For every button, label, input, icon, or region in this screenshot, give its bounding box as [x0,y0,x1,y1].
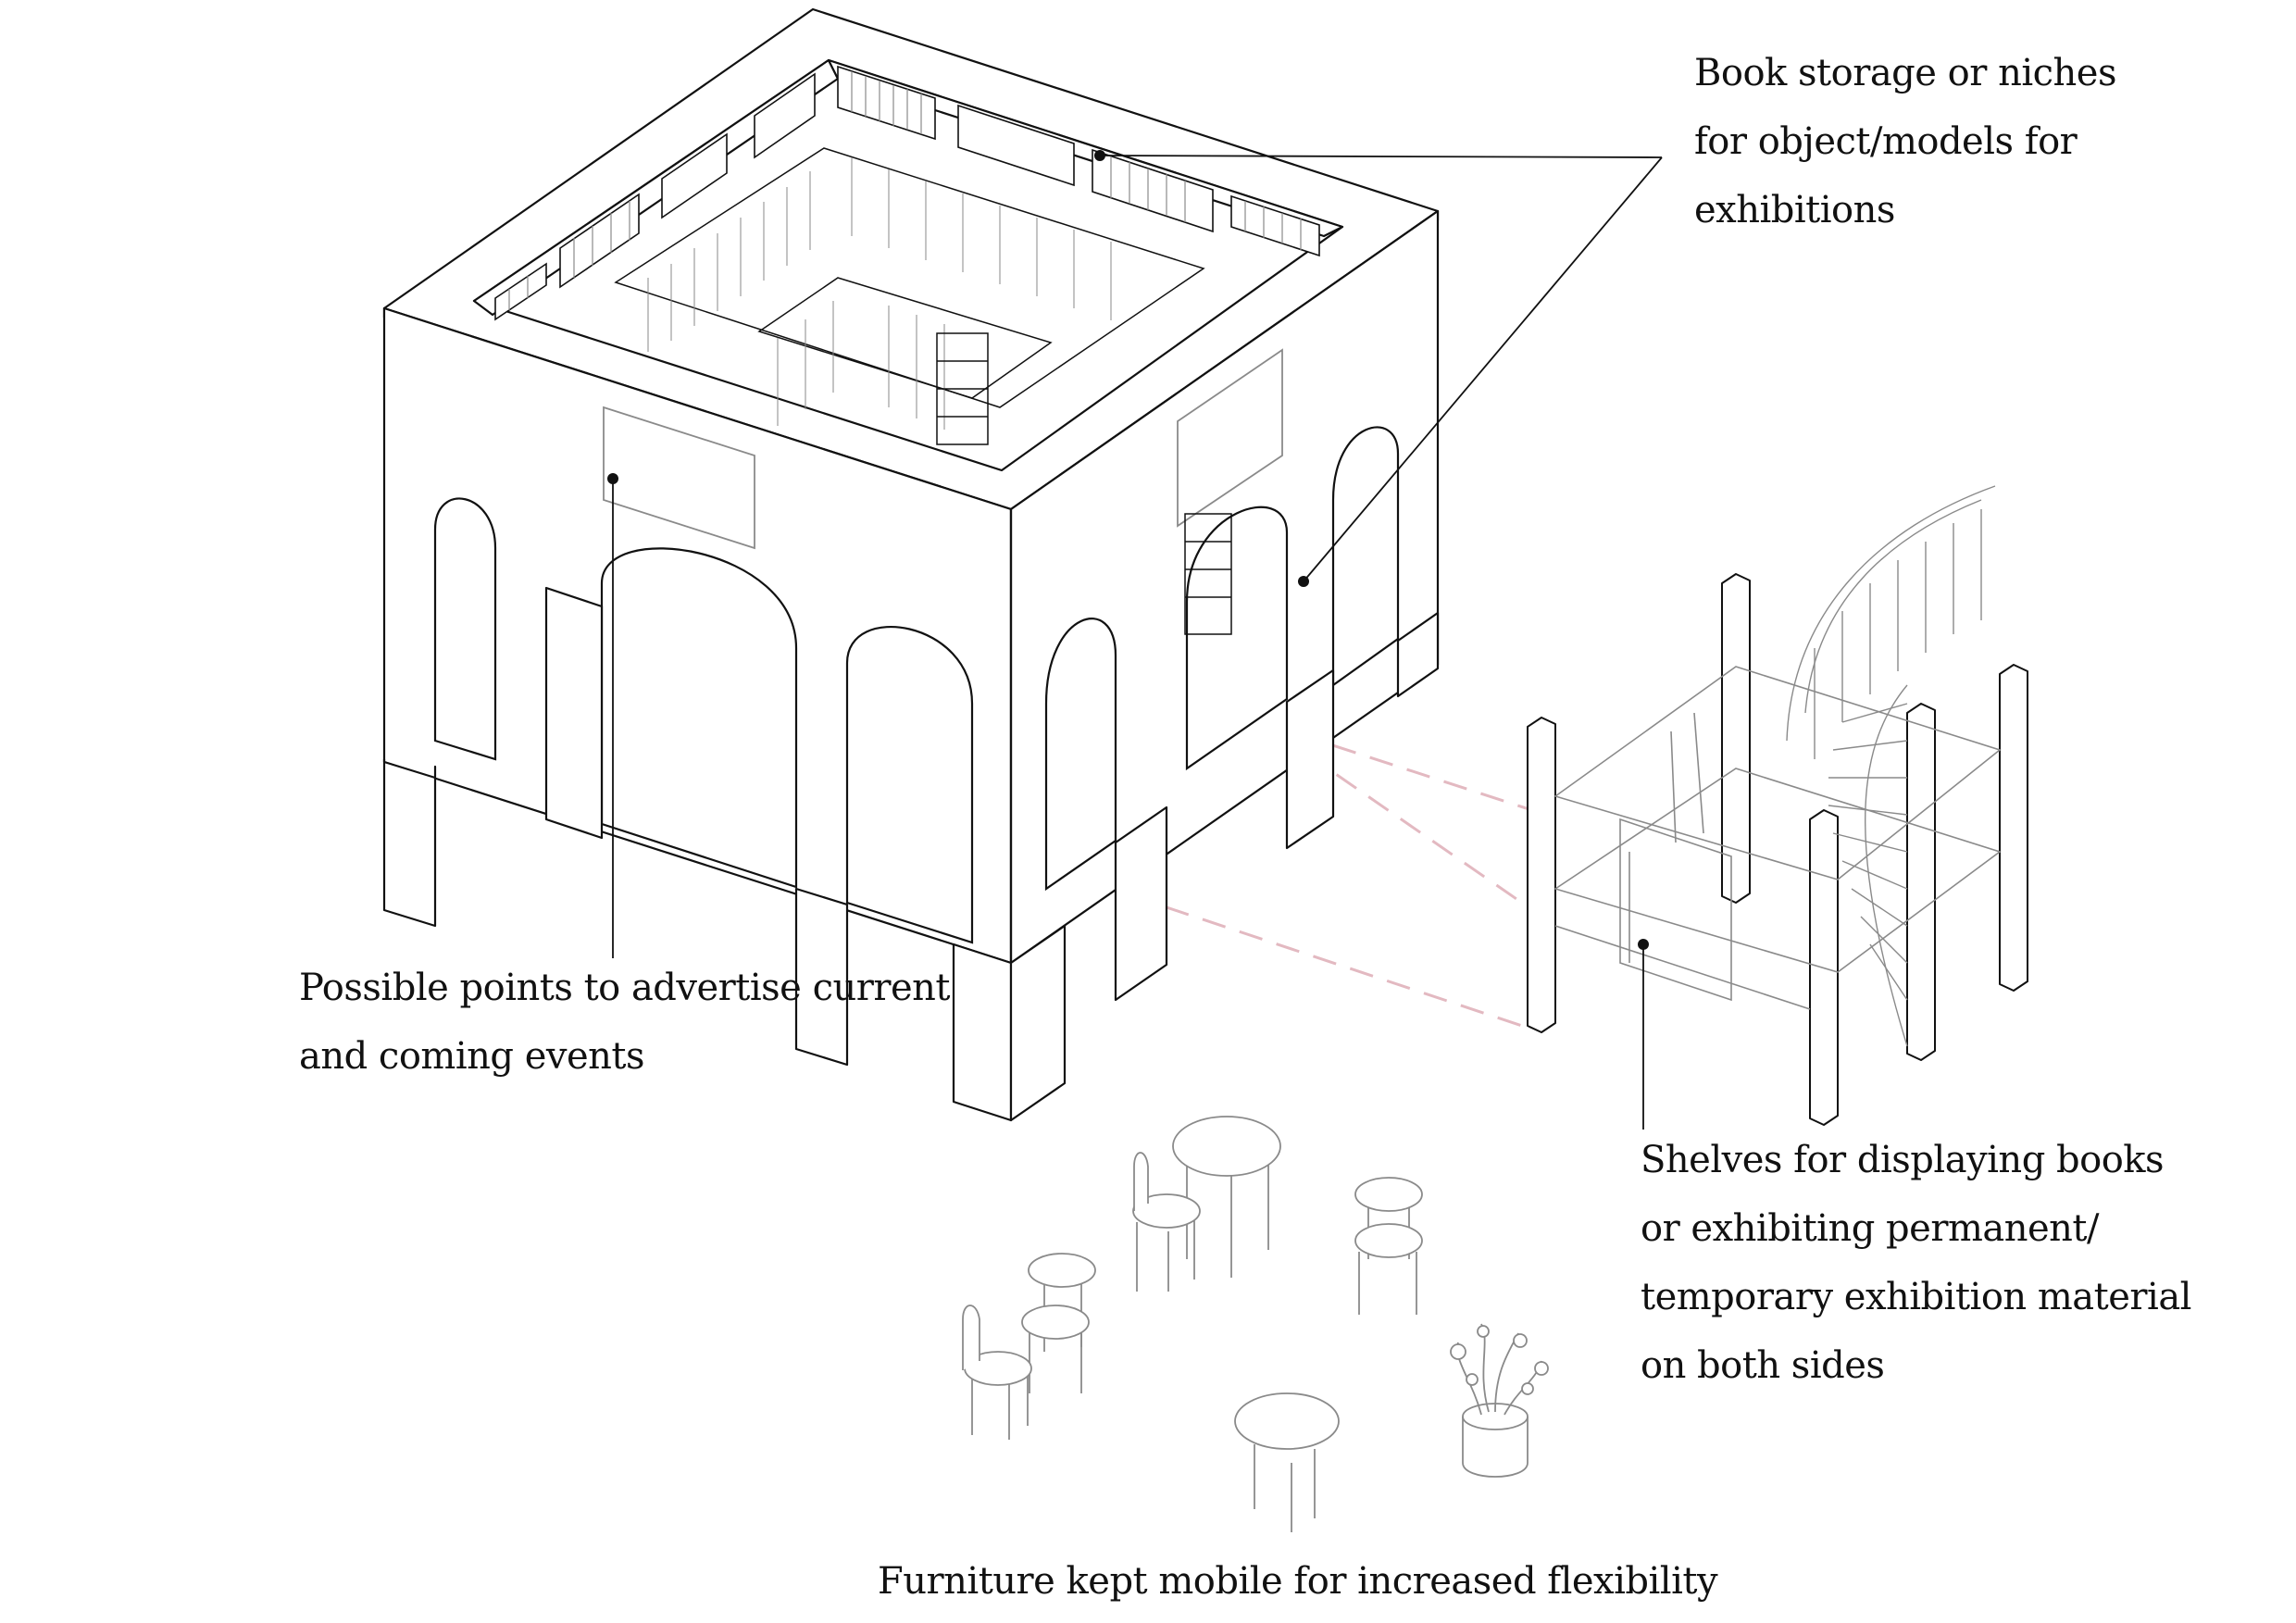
leader-dots [607,150,1649,950]
annotation-shelves: Shelves for displaying books or exhibiti… [1641,1126,2191,1400]
roof-book-spines [508,71,1302,310]
annotation-book-storage: Book storage or niches for object/models… [1694,39,2117,244]
annotation-furniture: Furniture kept mobile for increased flex… [878,1555,1718,1607]
pavilion-piers [382,586,1440,1122]
annotation-line: and coming events [299,1035,645,1078]
exploded-shelf-unit [1527,573,2028,1126]
leader-dot-shelf [1638,939,1649,950]
interior-mezzanine [614,147,1205,408]
arch-right-3 [1331,426,1400,688]
planter [1450,1323,1549,1478]
pavilion-arches-left [433,497,974,944]
arch-right-2 [1185,506,1289,771]
annotation-line: for object/models for [1694,120,2078,163]
leader-dot-books [1094,150,1105,161]
roof-book-niches [494,65,1320,321]
leader-dot-advert [607,473,618,484]
annotation-line: exhibitions [1694,189,1895,231]
annotation-line: Furniture kept mobile for increased flex… [878,1560,1718,1603]
advert-panel-left [603,406,755,550]
pier-7 [1285,668,1335,850]
annotation-line: temporary exhibition material [1641,1276,2191,1318]
pier-8 [1396,611,1440,698]
annotation-line: or exhibiting permanent/ [1641,1207,2099,1250]
display-panel [1619,818,1732,1002]
arch-left-2 [600,547,798,889]
pier-6 [1114,805,1168,1002]
pavilion-arches-right [1044,426,1400,892]
annotation-line: on both sides [1641,1344,1885,1387]
furniture-group [962,1116,1549,1532]
chair-1 [1132,1152,1201,1292]
pier-1 [382,760,437,928]
interior-railing-lines [647,157,1112,430]
post-5 [1999,664,2028,992]
chair-4 [1354,1223,1423,1315]
table-4 [1234,1392,1340,1532]
post-4 [1906,703,1936,1061]
post-1 [1527,717,1556,1033]
advert-panel-right [1177,348,1283,528]
annotation-advertise-points: Possible points to advertise current and… [299,954,950,1091]
leader-dot-niche [1298,576,1309,587]
inner-wall-back-right [827,58,1344,238]
pier-4 [952,943,1013,1122]
advert-panels [603,348,1283,550]
arch-right-1 [1044,618,1117,892]
spiral-stair [1786,485,1996,1047]
pier-3 [794,887,849,1067]
chair-2 [1021,1305,1090,1393]
leader-lines [612,155,1663,1130]
chair-3 [962,1305,1032,1440]
table-1 [1172,1116,1281,1278]
annotation-line: Book storage or niches [1694,52,2117,94]
shelf-unit-frame [1554,666,2002,1010]
pier-5 [1009,924,1067,1122]
post-2 [1721,573,1751,904]
interior-bookshelf [936,332,1232,635]
annotation-line: Possible points to advertise current [299,967,950,1009]
annotation-line: Shelves for displaying books [1641,1139,2165,1181]
arch-left-1 [433,497,497,761]
pier-2 [544,586,604,840]
arch-left-3 [845,625,974,944]
